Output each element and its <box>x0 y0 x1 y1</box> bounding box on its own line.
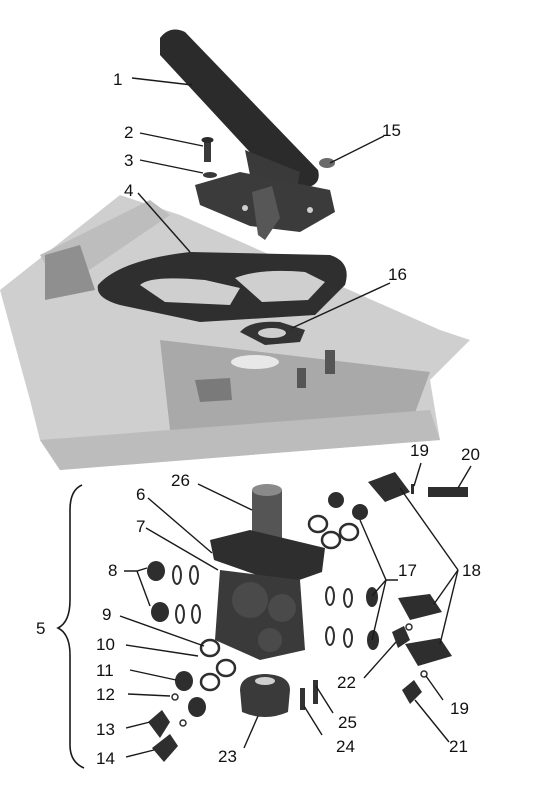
callout-1: 1 <box>113 70 122 89</box>
right-fittings <box>366 472 468 704</box>
assembly-brace <box>56 484 85 769</box>
callout-19: 19 <box>410 441 429 460</box>
left-fittings <box>147 561 206 762</box>
callout-23: 23 <box>218 747 237 766</box>
o-rings-right <box>307 492 368 648</box>
callout-4: 4 <box>124 181 133 200</box>
callout-19-lower: 19 <box>450 699 469 718</box>
callout-15: 15 <box>382 121 401 140</box>
small-screw <box>300 688 305 710</box>
callout-21: 21 <box>449 737 468 756</box>
callout-24: 24 <box>336 737 355 756</box>
large-gasket <box>97 252 347 322</box>
callout-16: 16 <box>388 265 407 284</box>
leader-lines <box>119 77 472 758</box>
callout-12: 12 <box>96 685 115 704</box>
valve-seat <box>240 674 290 717</box>
callout-13: 13 <box>96 720 115 739</box>
small-gasket <box>240 321 305 345</box>
callout-6: 6 <box>136 485 145 504</box>
callout-22: 22 <box>337 673 356 692</box>
callout-5: 5 <box>36 619 45 638</box>
callout-26: 26 <box>171 471 190 490</box>
small-screw <box>313 680 318 704</box>
spring-washer <box>203 172 217 178</box>
brake-valve-body <box>210 484 325 660</box>
callout-17: 17 <box>398 561 417 580</box>
hex-nut <box>319 158 335 168</box>
callout-7: 7 <box>136 517 145 536</box>
callout-10: 10 <box>96 635 115 654</box>
callout-8: 8 <box>108 561 117 580</box>
cab-floor-panel <box>0 195 470 470</box>
mounting-bolt <box>201 137 214 162</box>
callout-18: 18 <box>462 561 481 580</box>
callout-25: 25 <box>338 713 357 732</box>
callout-labels: 1 2 3 4 5 6 7 8 9 10 11 12 13 14 15 16 1… <box>36 70 481 768</box>
callout-3: 3 <box>124 151 133 170</box>
o-rings-left <box>171 565 237 727</box>
callout-9: 9 <box>102 605 111 624</box>
callout-20: 20 <box>461 445 480 464</box>
callout-11: 11 <box>96 661 114 680</box>
callout-2: 2 <box>124 123 133 142</box>
callout-14: 14 <box>96 749 115 768</box>
pedal-mounting-plate <box>195 172 335 240</box>
